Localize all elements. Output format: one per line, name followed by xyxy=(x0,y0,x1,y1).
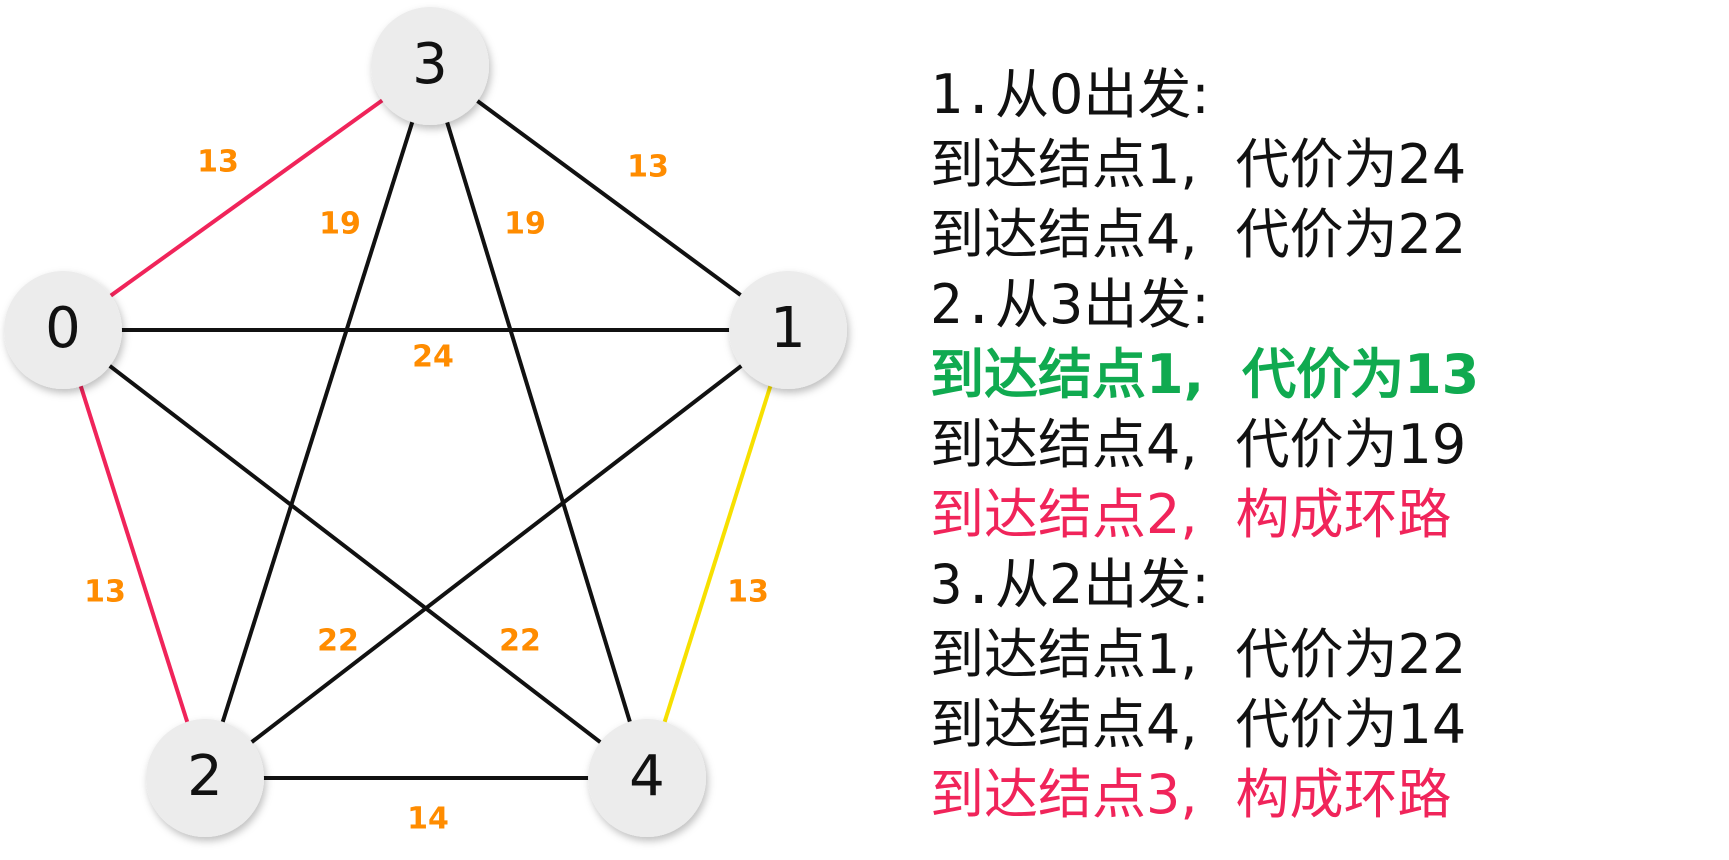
step-line-red: 到达结点2, 构成环路 xyxy=(930,480,1710,550)
step-line-normal: 到达结点1, 代价为24 xyxy=(930,130,1710,200)
edge-weight-0-1: 24 xyxy=(412,340,454,375)
step-number: 2. xyxy=(930,273,996,336)
node-1: 1 xyxy=(729,271,847,389)
step-cost: 代价为13 xyxy=(1242,343,1480,406)
edge-weight-3-2: 19 xyxy=(319,207,361,242)
step-cost: 代价为22 xyxy=(1235,623,1467,686)
step-line-normal: 到达结点4, 代价为22 xyxy=(930,200,1710,270)
edge-weight-0-4: 22 xyxy=(499,624,541,659)
step-line-normal: 到达结点4, 代价为14 xyxy=(930,690,1710,760)
edge-0-4 xyxy=(61,328,649,780)
nodes-layer: 0 1 2 3 4 xyxy=(4,7,847,837)
node-label-1: 1 xyxy=(770,296,806,361)
edge-3-4 xyxy=(428,65,649,779)
edge-1-2 xyxy=(203,328,790,780)
edge-1-4 xyxy=(645,329,790,779)
step-line-green: 到达结点1, 代价为13 xyxy=(930,340,1710,410)
edge-weight-3-1: 13 xyxy=(627,150,669,185)
node-label-2: 2 xyxy=(187,744,223,809)
edge-weight-0-2: 13 xyxy=(84,575,126,610)
edge-weight-2-4: 14 xyxy=(407,802,449,837)
step-target: 到达结点1, xyxy=(930,343,1205,406)
step-target: 到达结点4, xyxy=(930,413,1198,476)
node-circle-0 xyxy=(4,271,122,389)
graph-diagram: 13 13 19 19 24 13 13 22 22 14 0 1 2 3 4 xyxy=(4,7,847,837)
edge-weight-1-4: 13 xyxy=(727,575,769,610)
step-line-red: 到达结点3, 构成环路 xyxy=(930,760,1710,830)
step-cost: 代价为19 xyxy=(1235,413,1467,476)
step-number: 1. xyxy=(930,63,996,126)
node-circle-1 xyxy=(729,271,847,389)
node-label-4: 4 xyxy=(629,744,665,809)
node-label-0: 0 xyxy=(45,296,81,361)
edges-layer xyxy=(61,64,790,780)
node-2: 2 xyxy=(146,719,264,837)
edge-3-2 xyxy=(203,65,432,779)
edge-3-1 xyxy=(428,64,790,332)
step-title: 从3出发: xyxy=(995,273,1210,336)
edge-0-3 xyxy=(61,64,432,332)
edge-weight-1-2: 22 xyxy=(317,624,359,659)
step-cost: 构成环路 xyxy=(1235,483,1452,546)
step-target: 到达结点3, xyxy=(930,763,1198,826)
step-number: 3. xyxy=(930,553,996,616)
step-header: 1.从0出发: xyxy=(930,60,1710,130)
edge-weight-0-3: 13 xyxy=(197,145,239,180)
node-4: 4 xyxy=(588,719,706,837)
step-header: 3.从2出发: xyxy=(930,550,1710,620)
edge-weight-3-4: 19 xyxy=(504,207,546,242)
node-0: 0 xyxy=(4,271,122,389)
node-circle-2 xyxy=(146,719,264,837)
step-target: 到达结点1, xyxy=(930,133,1198,196)
step-cost: 代价为24 xyxy=(1235,133,1467,196)
edge-0-2 xyxy=(61,329,207,779)
step-title: 从0出发: xyxy=(995,63,1210,126)
node-label-3: 3 xyxy=(412,32,448,97)
step-cost: 代价为22 xyxy=(1235,203,1467,266)
step-title: 从2出发: xyxy=(995,553,1210,616)
step-line-normal: 到达结点4, 代价为19 xyxy=(930,410,1710,480)
step-header: 2.从3出发: xyxy=(930,270,1710,340)
step-target: 到达结点1, xyxy=(930,623,1198,686)
step-line-normal: 到达结点1, 代价为22 xyxy=(930,620,1710,690)
step-target: 到达结点4, xyxy=(930,693,1198,756)
step-cost: 构成环路 xyxy=(1235,763,1452,826)
step-target: 到达结点2, xyxy=(930,483,1198,546)
node-circle-4 xyxy=(588,719,706,837)
node-3: 3 xyxy=(371,7,489,125)
step-cost: 代价为14 xyxy=(1235,693,1467,756)
step-target: 到达结点4, xyxy=(930,203,1198,266)
node-circle-3 xyxy=(371,7,489,125)
